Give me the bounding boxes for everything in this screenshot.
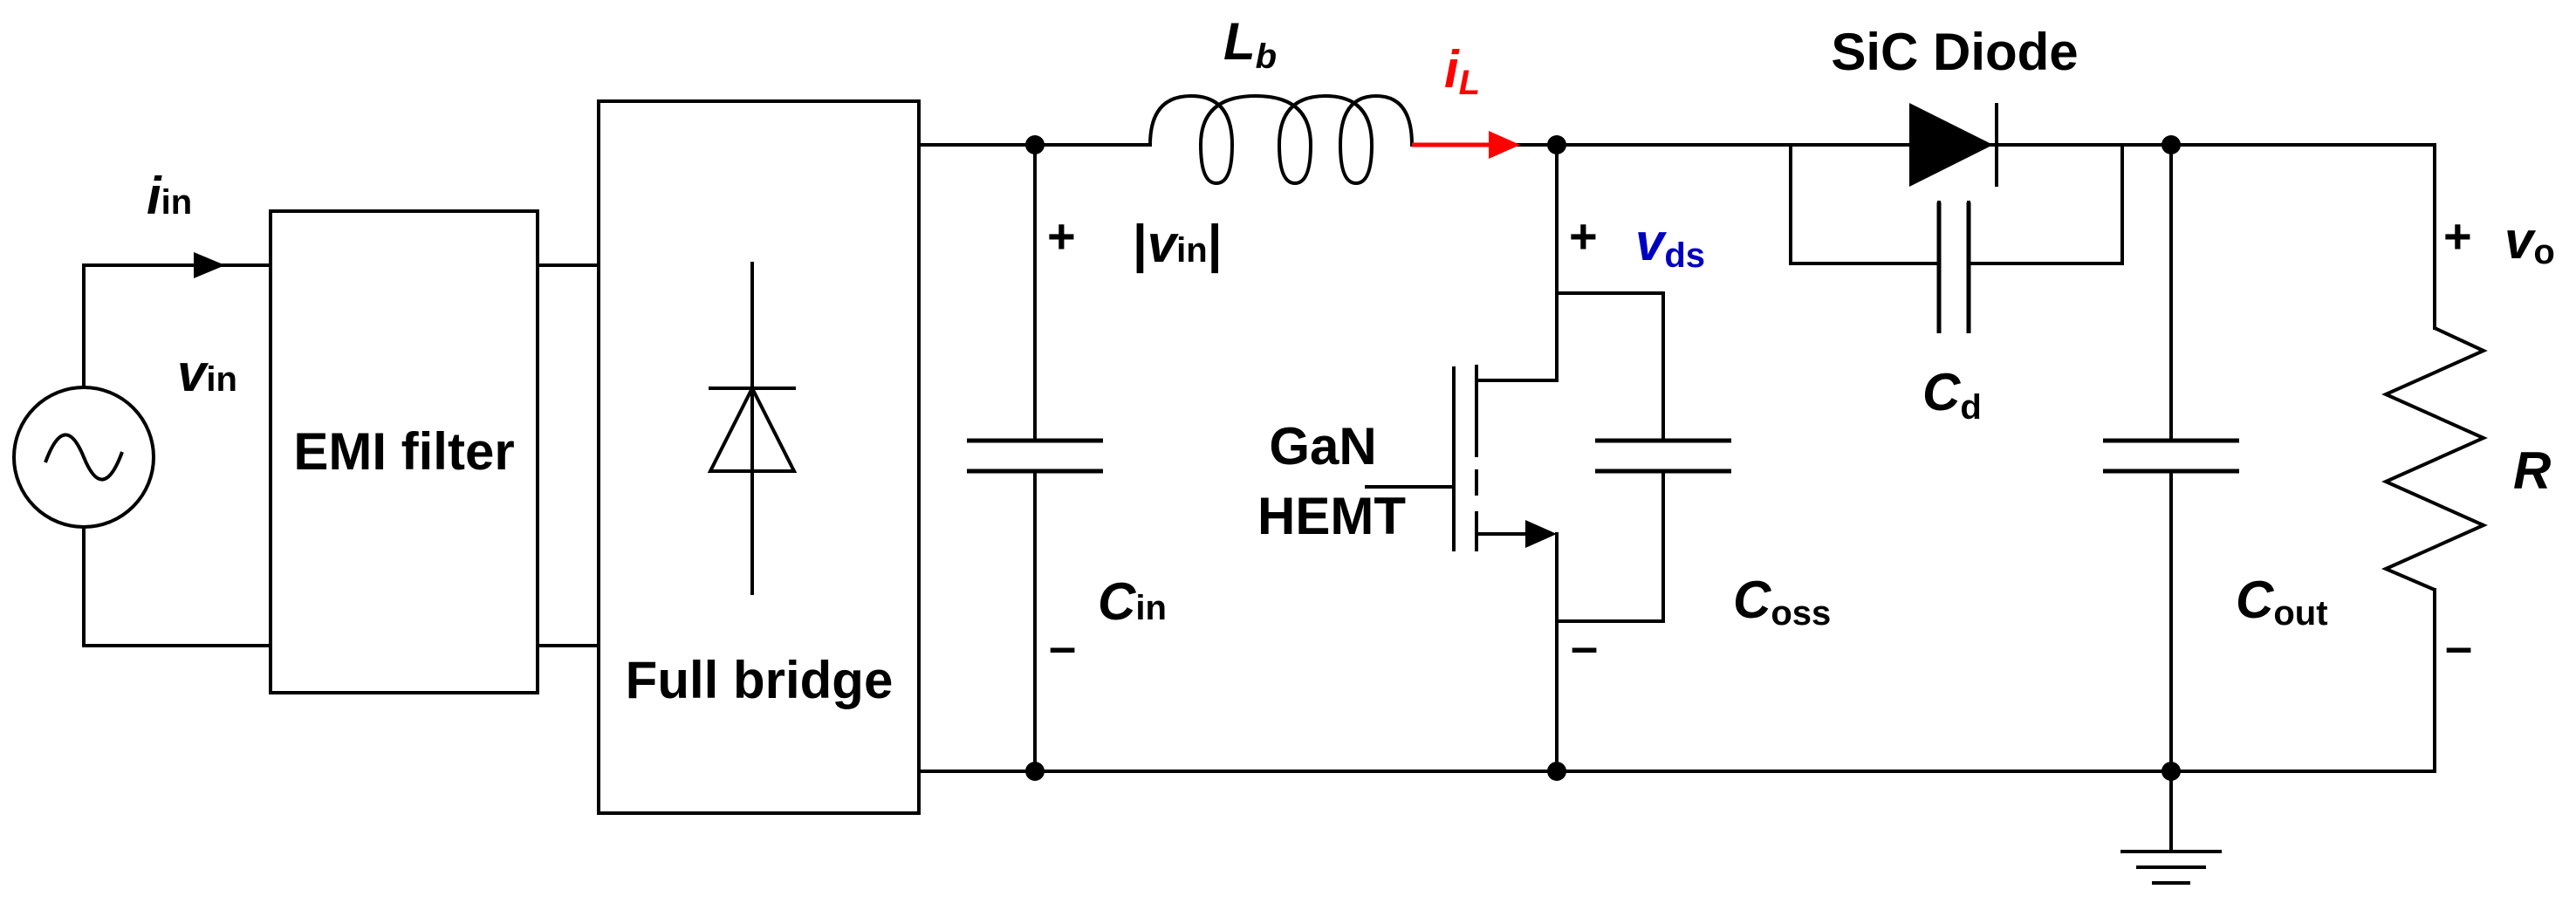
gan-label: GaN [1269,417,1376,475]
cin-label: Cin [1098,572,1167,631]
gan-hemt-icon [1365,143,1559,773]
hemt-label: HEMT [1257,487,1406,545]
diode-icon [1909,103,1998,187]
ac-source-icon [12,386,155,529]
junction-dot [1547,135,1566,154]
v-in-label: vin [177,344,237,402]
cin-capacitor [967,143,1103,773]
vds-minus: – [1571,619,1598,674]
input-wires [82,263,272,647]
cin-plus: + [1047,209,1076,263]
coss-capacitor [1555,291,1731,623]
i-in-label: iin [147,167,192,225]
full-bridge-label: Full bridge [626,651,894,709]
cout-capacitor [2103,143,2239,773]
junction-dot [2162,135,2181,154]
il-label: iL [1444,40,1480,102]
vds-plus: + [1569,209,1598,263]
coss-label: Coss [1733,571,1831,633]
emi-to-bridge-wires [536,263,600,647]
cd-label: Cd [1922,363,1982,427]
inductor-icon [1148,93,1414,186]
sic-diode-label: SiC Diode [1831,23,2078,81]
full-bridge-block [597,99,921,815]
junction-dot [1547,762,1566,781]
cd-capacitor [1789,143,2124,333]
diode-icon [707,262,798,595]
il-current-arrow [1412,131,1520,159]
i-in-arrow [194,252,225,278]
vo-plus: + [2443,209,2472,263]
vds-label: vds [1635,213,1705,275]
junction-dot [1025,135,1045,154]
lb-label: Lb [1223,12,1277,76]
vo-label: vo [2504,211,2555,271]
r-label: R [2513,441,2551,500]
cin-minus: – [1049,619,1076,674]
ground-icon [2120,770,2222,885]
emi-filter-label: EMI filter [293,422,514,481]
emi-filter-block [269,209,539,694]
abs-vin-label: |vin| [1133,215,1223,274]
resistor-icon [2381,143,2488,773]
cout-label: Cout [2236,571,2328,633]
vo-minus: – [2445,619,2472,674]
junction-dot [1025,762,1045,781]
